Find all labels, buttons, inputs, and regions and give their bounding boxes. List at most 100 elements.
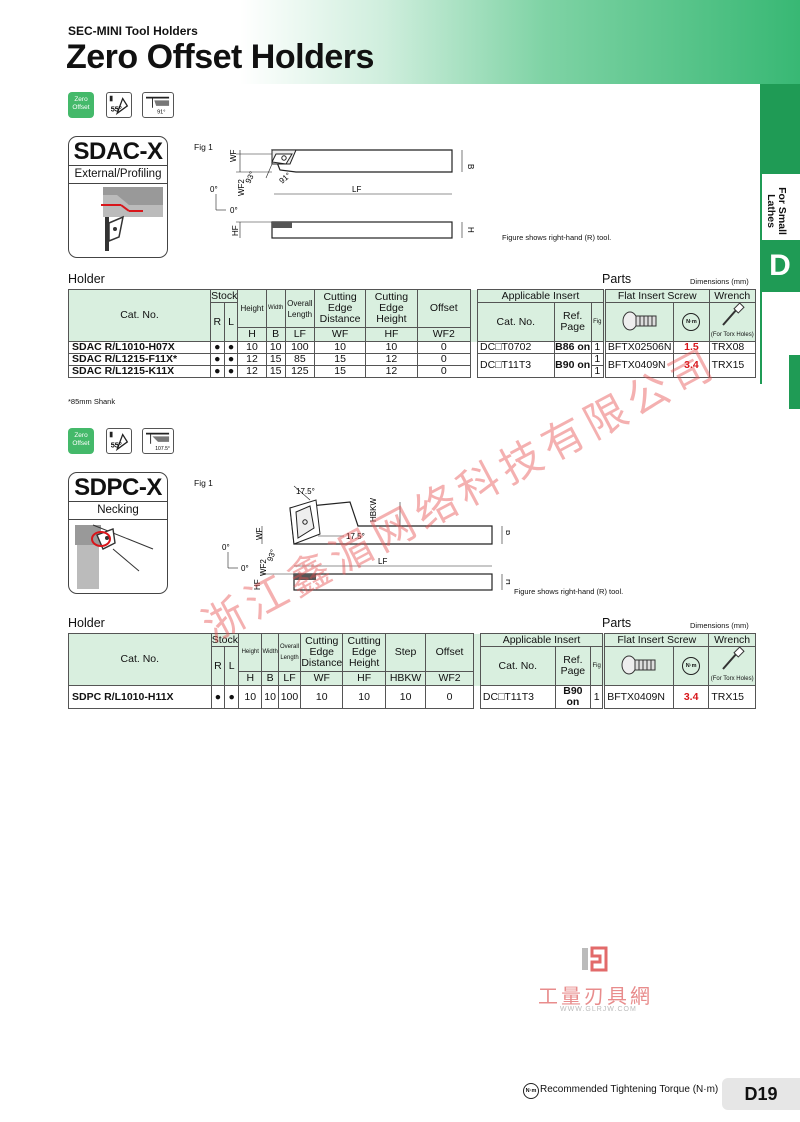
sdpc-lf-label: LF — [378, 557, 387, 566]
sdpc-wf2-label: WF2 — [259, 559, 268, 576]
external-profiling-illustration — [101, 187, 163, 251]
zero-offset-badge-2: Zero Offset — [68, 428, 94, 454]
col-width: Width — [261, 632, 279, 673]
col-width: Width — [265, 288, 286, 329]
necking-illustration — [75, 524, 154, 589]
sdac-footnote: *85mm Shank — [68, 397, 116, 406]
sdac-hf-label: HF — [231, 225, 240, 236]
side-tab-strip — [760, 84, 800, 174]
torque-icon: N·m — [673, 302, 710, 342]
brand-logo-text: 工量刃具網 — [538, 984, 653, 1008]
side-divider — [760, 84, 762, 384]
col-stock: Stock — [209, 289, 239, 303]
col-gap — [472, 633, 481, 686]
col-hf: HF — [365, 327, 418, 342]
col-screw: Flat Insert Screw — [604, 633, 710, 647]
sdpc-b-label: B — [504, 530, 510, 535]
approach-angle-1075-icon: 107.5° — [142, 428, 174, 454]
side-tab-letter[interactable]: D — [760, 240, 800, 292]
col-gap — [469, 289, 479, 342]
col-fig: Fig — [590, 646, 604, 686]
page-title: Zero Offset Holders — [66, 38, 374, 76]
insert-55-icon-2: 55° — [106, 428, 132, 454]
col-cat-no: Cat. No. — [68, 633, 212, 686]
side-tab-label: For Small Lathes — [765, 187, 788, 235]
col-gap2 — [602, 633, 606, 686]
zero-offset-badge: Zero Offset — [68, 92, 94, 118]
header-subtitle: SEC-MINI Tool Holders — [68, 24, 198, 38]
brand-logo-url: WWW.GLRJW.COM — [560, 1006, 637, 1013]
col-wf: WF — [300, 671, 344, 686]
sdac-zero-b: 0° — [230, 206, 238, 215]
sdpc-holder-card: SDPC-X Necking — [68, 472, 168, 594]
sdac-h-label: H — [466, 227, 475, 233]
sdac-parts-section: Parts — [602, 272, 632, 286]
col-height: Height — [237, 288, 267, 329]
torque-icon: N·m — [672, 646, 710, 686]
table-row: SDAC R/L1010-H07X ● ● 10 10 100 10 10 0 … — [68, 341, 757, 354]
sdac-91-label: 91° — [278, 171, 293, 186]
sdpc-zero-b: 0° — [241, 564, 249, 573]
sdac-holder-desc: External/Profiling — [69, 165, 167, 184]
sdpc-hbkw-label: HBKW — [369, 498, 378, 522]
col-cat-no: Cat. No. — [68, 289, 211, 342]
sdpc-h-label: H — [504, 579, 510, 585]
sdac-b-label: B — [466, 164, 475, 169]
col-lf: LF — [277, 671, 302, 686]
col-step: Step — [384, 632, 427, 673]
col-wf2: WF2 — [416, 327, 471, 342]
col-r: R — [209, 302, 225, 342]
svg-text:107.5°: 107.5° — [155, 446, 170, 452]
sdpc-175a-label: 17.5° — [296, 487, 315, 496]
screw-icon — [604, 302, 675, 342]
approach-angle-91-icon: 91° — [142, 92, 174, 118]
sdpc-fig-note: Figure shows right-hand (R) tool. — [514, 587, 624, 596]
page-number: D19 — [722, 1078, 800, 1110]
sdpc-holder-desc: Necking — [69, 501, 167, 520]
sdac-wf2-label: WF2 — [237, 179, 246, 196]
col-app-insert: Applicable Insert — [479, 633, 604, 647]
col-b: B — [265, 327, 286, 342]
col-cut-dist: Cutting Edge Distance — [300, 632, 344, 673]
sdpc-wf-label: WF — [255, 527, 264, 540]
sdpc-holder-name: SDPC-X — [74, 474, 162, 501]
sdpc-dimension-drawing: 17.5° 17.5° HBKW WF B WF2 93° LF 0° 0° H… — [222, 485, 510, 591]
col-wrench: Wrench — [708, 289, 757, 303]
col-cut-height: Cutting Edge Height — [342, 632, 386, 673]
screw-icon — [604, 646, 674, 686]
col-ref-page: Ref. Page — [554, 646, 592, 686]
sdpc-parts-section: Parts — [602, 616, 632, 630]
col-offset: Offset — [416, 288, 471, 329]
svg-text:91°: 91° — [157, 109, 165, 115]
sdac-zero-a: 0° — [210, 185, 218, 194]
table-row: SDAC R/L1215-K11X ● ● 12 15 125 15 12 0 … — [68, 365, 756, 378]
sdac-holder-card: SDAC-X External/Profiling — [68, 136, 168, 258]
col-hf: HF — [342, 671, 386, 686]
sdac-wf-label: WF — [229, 149, 238, 162]
col-wf2: WF2 — [425, 671, 474, 686]
col-ins-cat: Cat. No. — [479, 646, 556, 686]
col-offset: Offset — [425, 632, 474, 673]
brand-logo-icon — [580, 944, 610, 974]
col-cut-dist: Cutting Edge Distance — [313, 288, 367, 329]
col-l: L — [224, 646, 240, 686]
col-h: H — [237, 327, 267, 342]
insert-55-icon: 55° — [106, 92, 132, 118]
sdpc-fig-label: Fig 1 — [194, 478, 213, 488]
sdpc-zero-a: 0° — [222, 543, 230, 552]
torque-icon: N·m — [523, 1083, 539, 1099]
sdpc-hf-label: HF — [253, 579, 262, 590]
sdpc-93-label: 93° — [265, 548, 278, 562]
col-h: H — [238, 671, 263, 686]
col-fig: Fig — [590, 302, 604, 342]
header-banner — [0, 0, 800, 84]
col-hbkw: HBKW — [384, 671, 427, 686]
col-ref-page: Ref. Page — [553, 302, 592, 342]
col-height: Height — [238, 632, 263, 673]
col-wrench: Wrench — [708, 633, 756, 647]
sdpc-holder-section: Holder — [68, 616, 105, 630]
side-marker — [789, 355, 800, 409]
